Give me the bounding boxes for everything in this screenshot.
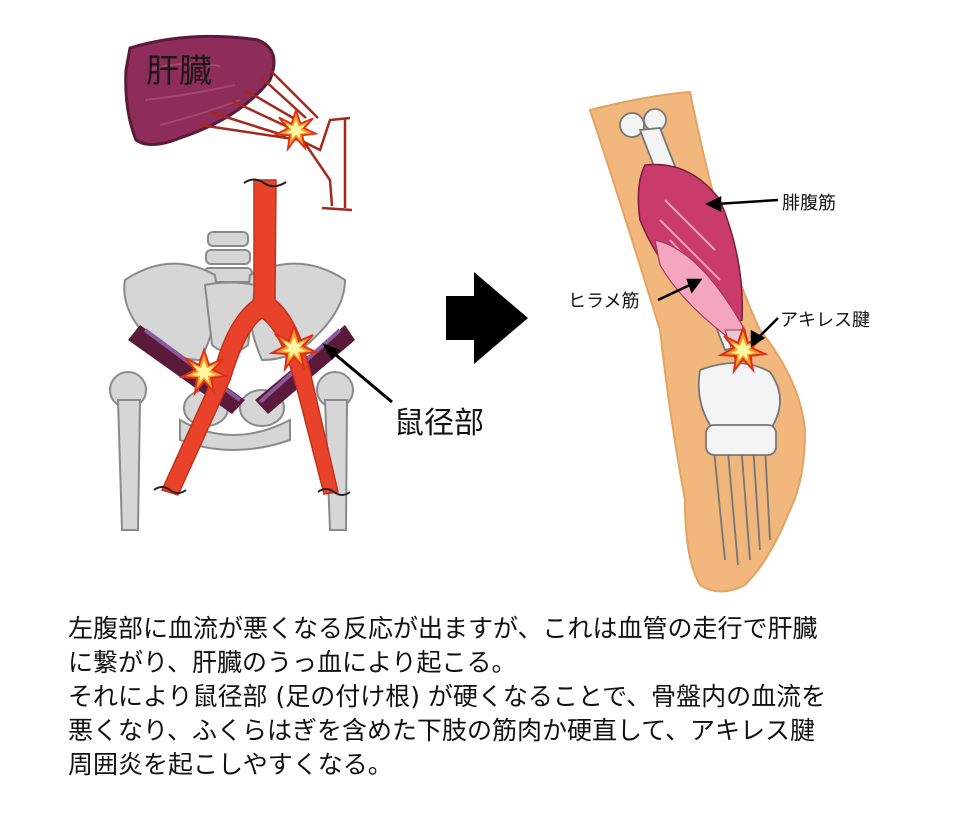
soleus-label: ヒラメ筋 bbox=[568, 291, 640, 312]
liver-label: 肝臓 bbox=[146, 51, 212, 90]
caption-line: に繋がり、肝臓のうっ血により起こる。 bbox=[68, 648, 517, 677]
caption-line: 周囲炎を起こしやすくなる。 bbox=[68, 750, 393, 779]
leg-silhouette bbox=[588, 90, 807, 593]
groin-pointer-arrow bbox=[322, 343, 393, 404]
liver bbox=[124, 34, 276, 146]
caption-line: 悪くなり、ふくらはぎを含めた下肢の筋肉か硬直して、アキレス腱 bbox=[68, 716, 816, 745]
pelvis-skeleton bbox=[109, 231, 354, 531]
liver-inflammation-burst bbox=[275, 109, 317, 150]
vessel-cut-marks bbox=[153, 178, 351, 496]
hepatic-vessels bbox=[199, 69, 353, 212]
label-leader-lines bbox=[657, 195, 779, 348]
illustration bbox=[109, 34, 807, 593]
caption-line: 左腹部に血流が悪くなる反応が出ますが、これは血管の走行で肝臓 bbox=[68, 614, 818, 643]
gastrocnemius-label: 腓腹筋 bbox=[782, 193, 836, 214]
caption-text: 左腹部に血流が悪くなる反応が出ますが、これは血管の走行で肝臓 に繋がり、肝臓のう… bbox=[68, 612, 928, 782]
groin-label: 鼠径部 bbox=[394, 406, 484, 441]
achilles-label: アキレス腱 bbox=[780, 310, 870, 331]
caption-line: それにより鼠径部 (足の付け根) が硬くなることで、骨盤内の血流を bbox=[68, 682, 827, 711]
progression-arrow bbox=[446, 272, 528, 364]
